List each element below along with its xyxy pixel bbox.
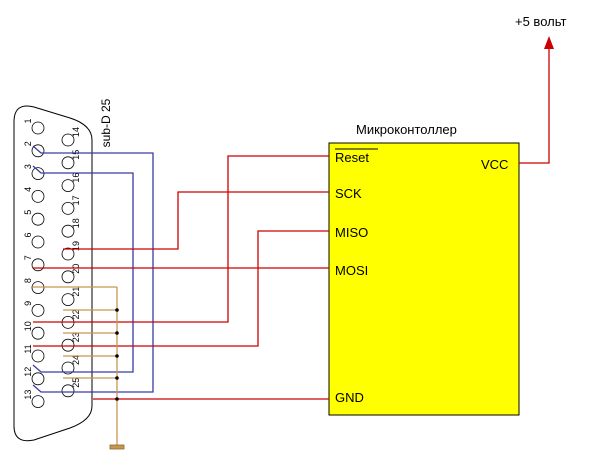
pin-hole-7 [31,258,45,272]
pin-hole-14 [61,133,75,147]
pin-hole-11 [31,349,45,363]
mcu-pin-vcc: VCC [481,157,508,172]
junction-dot [115,331,119,335]
junction-dot [115,376,119,380]
pin-number-9: 9 [23,301,33,306]
pin-hole-13 [31,395,45,409]
loop-wire-2-15 [32,145,154,393]
wire-pin9-reset [33,155,329,323]
ground-symbol [109,444,125,450]
pin-hole-9 [31,303,45,317]
pin-number-19: 19 [71,241,81,251]
pin-number-12: 12 [23,367,33,377]
mcu-pin-miso: MISO [335,225,368,240]
pin-hole-10 [31,326,45,340]
pin-hole-25 [61,384,75,398]
pin-number-2: 2 [23,141,33,146]
pin-hole-24 [61,361,75,375]
mcu-pin-mosi: MOSI [335,263,368,278]
pin-number-20: 20 [71,264,81,274]
connector-label: sub-D 25 [99,98,113,147]
pin-hole-16 [61,179,75,193]
pin-number-25: 25 [71,378,81,388]
wire-pin10-miso [33,230,329,347]
microcontroller-title: Микроконтоллер [356,122,457,137]
pin-number-22: 22 [71,309,81,319]
pin-number-23: 23 [71,332,81,342]
mcu-pin-sck: SCK [335,186,362,201]
pin-number-11: 11 [23,344,33,353]
wire-pin19-sck [63,191,329,250]
junction-dot [115,308,119,312]
pin-number-5: 5 [23,210,33,215]
pin-number-6: 6 [23,232,33,237]
pin-number-7: 7 [23,255,33,260]
pin-number-21: 21 [71,287,81,297]
pin-number-10: 10 [23,321,33,331]
pin-hole-20 [61,270,75,284]
pin-number-24: 24 [71,355,81,365]
loop-wire-3-16 [32,165,134,373]
pin-number-1: 1 [23,118,33,123]
pin-hole-19 [61,247,75,261]
pin-number-8: 8 [23,278,33,283]
pin-hole-12 [31,372,45,386]
junction-dots [115,308,119,401]
pin-number-18: 18 [71,218,81,228]
pin-hole-15 [61,156,75,170]
power-arrow-icon [544,36,554,49]
pin-hole-5 [31,212,45,226]
junction-dot [115,397,119,401]
mcu-pin-reset: Reset [335,150,369,165]
power-label: +5 вольт [515,14,566,29]
mcu-pin-gnd: GND [335,390,364,405]
pin-hole-6 [31,235,45,249]
pin-number-4: 4 [23,187,33,192]
pin-number-13: 13 [23,390,33,400]
pin-hole-1 [31,121,45,135]
pin-hole-17 [61,201,75,215]
pin-hole-21 [61,293,75,307]
pin-number-17: 17 [71,195,81,205]
pin-hole-23 [61,338,75,352]
wire-vcc-power [519,48,550,164]
pin-number-16: 16 [71,173,81,183]
microcontroller-box [328,142,520,416]
pin-number-15: 15 [71,150,81,160]
junction-dot [115,354,119,358]
pin-hole-18 [61,224,75,238]
pin-number-14: 14 [71,127,81,137]
pin-hole-4 [31,189,45,203]
pin-number-3: 3 [23,164,33,169]
